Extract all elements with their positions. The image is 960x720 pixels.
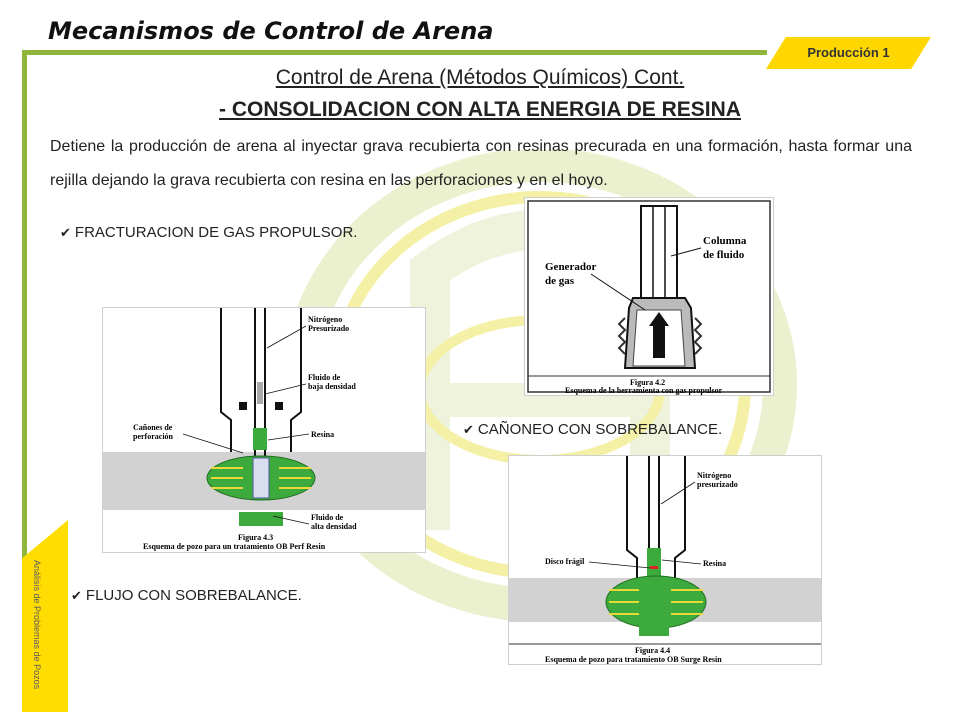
fig44-label-resina: Resina xyxy=(703,559,726,568)
check-icon: ✔ xyxy=(463,422,474,437)
figure-4-3-diagram: Nitrógeno Presurizado Fluido de baja den… xyxy=(103,308,425,552)
fig43-label-fluido-alta: Fluido de xyxy=(311,513,344,522)
fig43-label-nitrogeno: Nitrógeno xyxy=(308,315,342,324)
course-badge-label: Producción 1 xyxy=(807,45,890,60)
fig43-caption-text: Esquema de pozo para un tratamiento OB P… xyxy=(143,542,326,551)
check-icon: ✔ xyxy=(71,588,82,603)
frame-top-bar xyxy=(22,50,767,55)
frame-left-bar xyxy=(22,50,27,712)
figure-4-2: Generador de gas Columna de fluido Figur… xyxy=(524,197,774,396)
fig42-caption-text: Esquema de la herramienta con gas propul… xyxy=(565,386,723,395)
side-tab xyxy=(22,520,68,712)
figure-4-2-diagram: Generador de gas Columna de fluido Figur… xyxy=(527,200,771,395)
side-label: Análisis de Problemas de Pozos xyxy=(32,560,42,690)
fig44-label-nitrogeno: Nitrógeno xyxy=(697,471,731,480)
page-title: Mecanismos de Control de Arena xyxy=(48,17,494,45)
figure-4-4-diagram: Nitrógeno presurizado Disco frágil Resin… xyxy=(509,456,821,664)
fig43-label-baja-densidad: baja densidad xyxy=(308,382,356,391)
description-paragraph: Detiene la producción de arena al inyect… xyxy=(50,138,912,189)
fig44-caption-text: Esquema de pozo para tratamiento OB Surg… xyxy=(545,655,722,664)
fig43-label-presurizado: Presurizado xyxy=(308,324,349,333)
figure-4-3: Nitrógeno Presurizado Fluido de baja den… xyxy=(102,307,426,553)
bullet-canoneo: ✔CAÑONEO CON SOBREBALANCE. xyxy=(463,421,723,438)
label-generador: Generador xyxy=(545,261,596,273)
fig44-label-disco: Disco frágil xyxy=(545,557,585,566)
course-badge xyxy=(766,37,931,69)
fig44-label-presurizado: presurizado xyxy=(697,480,738,489)
section-subtitle: Control de Arena (Métodos Químicos) Cont… xyxy=(275,66,685,89)
fig43-label-resina: Resina xyxy=(311,430,334,439)
fig43-label-alta-densidad: alta densidad xyxy=(311,522,357,531)
label-de-fluido: de fluido xyxy=(703,249,745,261)
fig43-label-canones: Cañones de xyxy=(133,423,173,432)
fig44-caption-number: Figura 4.4 xyxy=(635,646,670,655)
figure-4-4: Nitrógeno presurizado Disco frágil Resin… xyxy=(508,455,822,665)
check-icon: ✔ xyxy=(60,225,71,240)
fig43-label-fluido-baja: Fluido de xyxy=(308,373,341,382)
bullet-gas-propulsor: ✔FRACTURACION DE GAS PROPULSOR. xyxy=(60,224,358,241)
fig43-label-perforacion: perforación xyxy=(133,432,174,441)
label-columna: Columna xyxy=(703,235,747,247)
bullet-flujo: ✔FLUJO CON SOBREBALANCE. xyxy=(71,587,302,604)
fig43-caption-number: Figura 4.3 xyxy=(238,533,273,542)
section-heading: - CONSOLIDACION CON ALTA ENERGIA DE RESI… xyxy=(219,98,741,121)
label-de-gas: de gas xyxy=(545,275,575,287)
fig42-caption-number: Figura 4.2 xyxy=(630,378,665,387)
